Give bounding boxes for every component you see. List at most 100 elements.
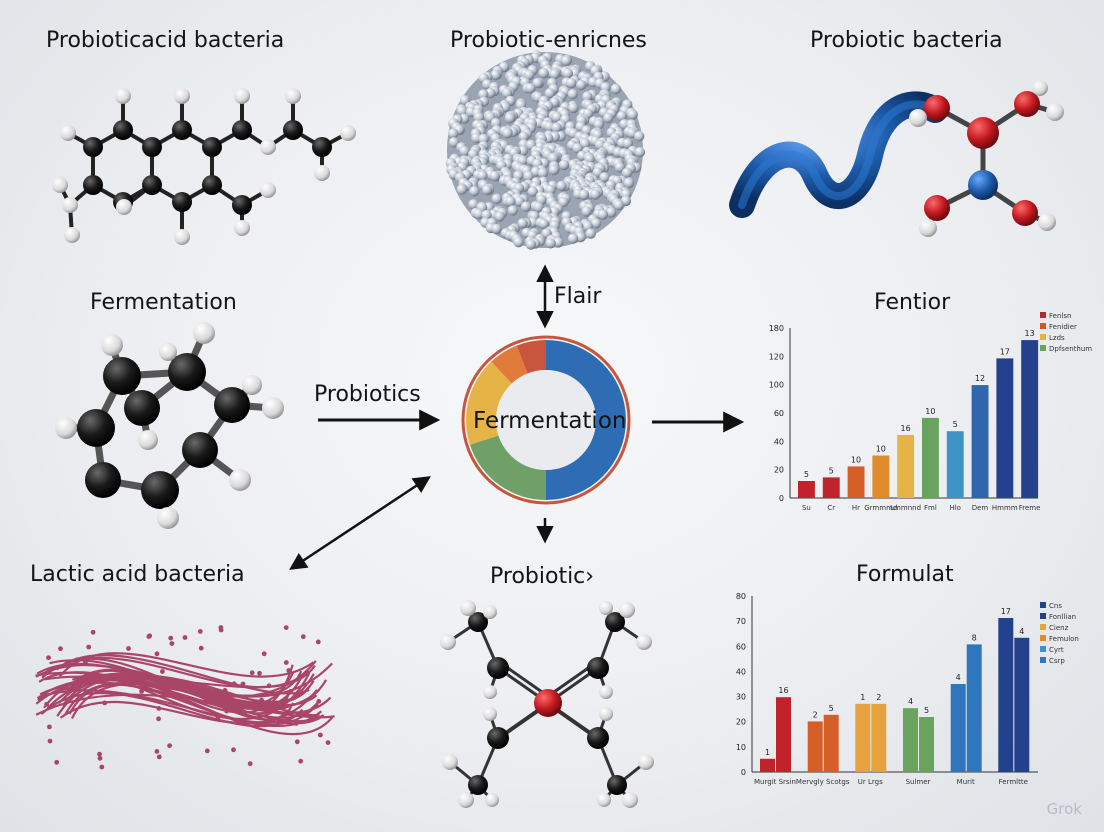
label-mid-left: Fermentation <box>90 290 237 315</box>
fentior-legend-label: Dpfsenthum <box>1049 345 1092 353</box>
bead <box>597 209 609 220</box>
bead <box>576 79 587 91</box>
fiber-bead <box>154 749 160 754</box>
fiber-bead <box>316 699 322 704</box>
formulat-legend-swatch <box>1040 624 1046 630</box>
bead <box>520 201 532 212</box>
fentior-value-label: 16 <box>901 424 911 433</box>
fiber-bead <box>240 681 246 687</box>
fentior-category-label: Hlo <box>949 504 961 512</box>
fiber-bead <box>293 721 299 726</box>
formulat-bar <box>871 703 887 772</box>
bead <box>599 172 610 183</box>
formulat-legend-swatch <box>1040 613 1046 619</box>
fentior-legend-label: Fenidier <box>1049 323 1077 331</box>
bead <box>532 77 543 89</box>
fentior-category-label: Dem <box>972 504 989 512</box>
formulat-y-tick: 40 <box>736 667 746 676</box>
fiber-bead <box>54 759 60 765</box>
formulat-category-label: Mervgly Scotgs <box>796 778 850 786</box>
fiber-bead <box>160 669 165 674</box>
bead <box>634 147 646 158</box>
fiber-bead <box>259 697 264 703</box>
formulat-y-tick: 70 <box>736 617 746 626</box>
fiber-bead <box>231 681 237 687</box>
fentior-value-label: 5 <box>804 470 809 479</box>
fentior-bar <box>1021 340 1039 498</box>
formulat-value-label: 4 <box>956 673 961 682</box>
fiber-bead <box>222 688 228 693</box>
donut-segment-green <box>469 435 546 500</box>
fiber-bead <box>83 660 88 665</box>
fiber-bead <box>58 646 63 652</box>
fiber-bead <box>146 634 152 639</box>
fentior-category-label: Freme <box>1019 504 1041 512</box>
formulat-value-label: 16 <box>778 686 788 695</box>
formulat-value-label: 5 <box>829 704 834 713</box>
bead <box>477 170 488 181</box>
molecule-top-left <box>58 96 349 237</box>
fiber-bead <box>298 758 304 764</box>
formulat-category-label: Murgit Srsin <box>754 778 796 786</box>
bead <box>491 223 502 235</box>
bead <box>456 105 468 117</box>
label-top-left: Probioticacid bacteria <box>46 28 285 53</box>
bead <box>558 159 570 171</box>
bead <box>490 69 501 81</box>
formulat-legend-label: Cns <box>1049 602 1062 610</box>
fiber-strand <box>38 671 323 728</box>
bead-sphere <box>445 50 646 250</box>
fentior-y-tick: 180 <box>769 324 784 333</box>
formulat-value-label: 1 <box>765 748 770 757</box>
fentior-value-label: 5 <box>953 420 958 429</box>
fiber-strand <box>44 670 303 697</box>
fentior-y-tick: 0 <box>779 494 784 503</box>
fiber-bead <box>215 716 221 721</box>
fentior-value-label: 5 <box>829 466 834 475</box>
fiber-bead <box>247 761 253 767</box>
fiber-bead <box>266 683 272 689</box>
fiber-strand <box>43 673 320 710</box>
bead <box>533 202 544 213</box>
formulat-value-label: 17 <box>1001 607 1011 616</box>
fiber-bead <box>315 639 321 645</box>
fentior-bar <box>996 358 1014 498</box>
formulat-bar <box>919 717 934 772</box>
fiber-bead <box>97 755 103 761</box>
fentior-legend-swatch <box>1040 345 1046 351</box>
fentior-value-label: 17 <box>1000 347 1010 356</box>
dna-helix <box>729 91 948 218</box>
fiber-bead <box>176 680 182 686</box>
donut-segment-orange <box>491 345 528 384</box>
bead <box>494 211 505 222</box>
bead <box>459 146 470 157</box>
fiber-bead <box>204 748 210 754</box>
formulat-bar <box>776 697 791 772</box>
fentior-legend-swatch <box>1040 323 1046 329</box>
fiber-bead <box>214 689 220 694</box>
formulat-bar <box>760 758 775 772</box>
formulat-legend-label: Cyrt <box>1049 646 1064 654</box>
fiber-bead <box>126 646 131 651</box>
fiber-bead <box>224 708 230 714</box>
bead <box>553 237 564 248</box>
bead <box>491 193 502 204</box>
fiber-network <box>35 625 335 770</box>
formulat-category-label: Ur Lrgs <box>858 778 883 786</box>
fentior-bar <box>872 455 890 498</box>
bead <box>448 128 459 139</box>
fentior-y-tick: 60 <box>774 409 784 418</box>
bead <box>590 218 602 229</box>
fentior-bar <box>847 466 865 498</box>
bead <box>469 186 480 197</box>
formulat-bar <box>950 684 966 772</box>
formulat-legend-label: Csrp <box>1049 657 1065 665</box>
fiber-bead <box>325 740 331 745</box>
watermark-grok: Grok <box>1046 800 1082 818</box>
bead <box>501 87 513 99</box>
bead <box>566 77 577 89</box>
donut-ring <box>461 335 631 505</box>
label-bottom-right: Formulat <box>856 562 954 587</box>
fentior-value-label: 10 <box>925 407 935 416</box>
